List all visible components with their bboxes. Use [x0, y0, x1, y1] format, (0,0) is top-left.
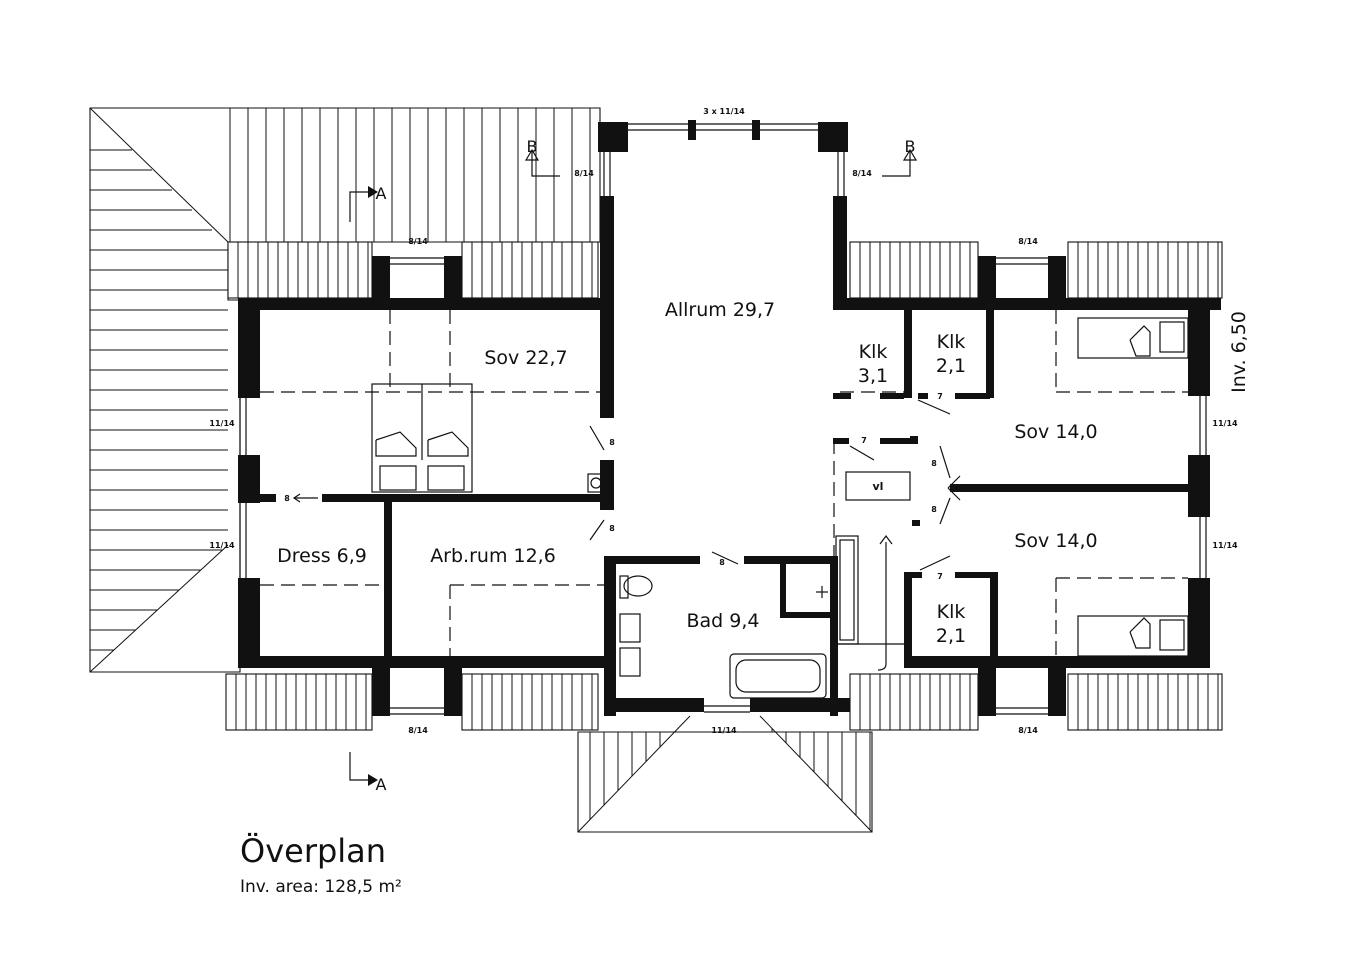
- window-labels: 3 x 11/14 8/14 8/14 8/14 8/14 11/14 11/1…: [209, 107, 1238, 735]
- door-label-d3: 8: [719, 558, 725, 567]
- section-labels: B B A A: [376, 137, 916, 794]
- room-labels: Allrum 29,7 Sov 22,7 Dress 6,9 Arb.rum 1…: [277, 299, 1250, 647]
- door-swings: [292, 399, 961, 571]
- window-label-w3: 8/14: [408, 237, 428, 246]
- door-label-d2: 8: [609, 524, 615, 533]
- window-label-w4: 8/14: [1018, 237, 1038, 246]
- section-label-b-right: B: [905, 137, 916, 156]
- room-klk1-name: Klk: [859, 341, 888, 363]
- window-label-w6: 11/14: [209, 541, 235, 550]
- room-vl: vl: [873, 480, 884, 493]
- section-label-a-top: A: [376, 184, 387, 203]
- door-label-d4: 8: [284, 494, 290, 503]
- window-label-w7: 11/14: [1212, 419, 1238, 428]
- window-label-w10: 11/14: [711, 726, 737, 735]
- window-label-w2: 8/14: [852, 169, 872, 178]
- door-label-d7: 8: [931, 459, 937, 468]
- door-label-d1: 8: [609, 438, 615, 447]
- room-klk2-name: Klk: [937, 331, 966, 353]
- section-label-b-left: B: [527, 137, 538, 156]
- room-bad: Bad 9,4: [687, 610, 760, 632]
- walls: [238, 122, 1221, 716]
- roof-bottom-gable: [577, 715, 873, 833]
- plan-title: Överplan: [240, 832, 386, 870]
- room-dress: Dress 6,9: [277, 545, 367, 567]
- door-labels: 8 8 8 8 7 7 8 8 7: [284, 392, 943, 581]
- plan-subtitle: Inv. area: 128,5 m²: [240, 877, 402, 897]
- window-label-w9: 8/14: [408, 726, 428, 735]
- window-label-w5: 11/14: [209, 419, 235, 428]
- room-sov-lower: Sov 14,0: [1014, 530, 1097, 552]
- window-label-w8: 11/14: [1212, 541, 1238, 550]
- room-sov-upper: Sov 14,0: [1014, 421, 1097, 443]
- section-label-a-bottom: A: [376, 775, 387, 794]
- room-allrum: Allrum 29,7: [665, 299, 775, 321]
- roof-left: [89, 107, 601, 673]
- door-label-d8: 8: [931, 505, 937, 514]
- window-label-w1: 8/14: [574, 169, 594, 178]
- dormer-strips: [225, 241, 1223, 731]
- furniture: [371, 317, 1189, 699]
- section-markers: [349, 148, 918, 786]
- room-klk2-area: 2,1: [936, 355, 966, 377]
- door-label-d9: 7: [937, 572, 943, 581]
- window-label-top-gable: 3 x 11/14: [703, 107, 745, 116]
- door-label-d6: 7: [861, 436, 867, 445]
- windows: [239, 120, 1207, 715]
- door-label-d5: 7: [937, 392, 943, 401]
- window-label-w11: 8/14: [1018, 726, 1038, 735]
- room-klk1-area: 3,1: [858, 365, 888, 387]
- room-klk3-name: Klk: [937, 601, 966, 623]
- room-sov-main: Sov 22,7: [484, 347, 567, 369]
- room-arbrum: Arb.rum 12,6: [430, 545, 556, 567]
- height-note: Inv. 6,50: [1228, 311, 1250, 393]
- slope-lines: [260, 310, 1188, 656]
- room-klk3-area: 2,1: [936, 625, 966, 647]
